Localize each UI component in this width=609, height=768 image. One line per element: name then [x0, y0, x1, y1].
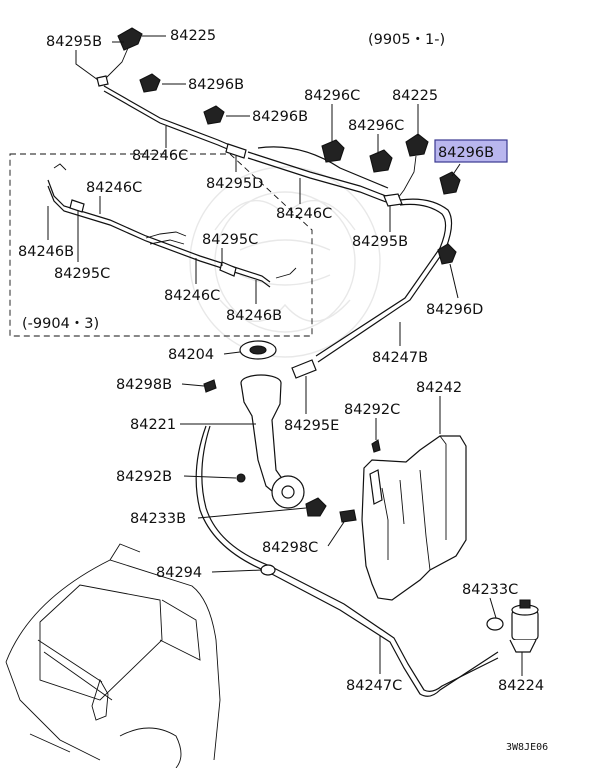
washer-pump — [486, 599, 539, 653]
label-84298B[interactable]: 84298B — [116, 377, 172, 393]
highlight-box-84296B — [434, 139, 508, 163]
part-labels[interactable]: (9905・1-) 84295B 84225 84296B 84296B 842… — [18, 28, 548, 753]
label-84296B-1[interactable]: 84296B — [188, 77, 244, 93]
vehicle-outline — [5, 543, 221, 768]
label-84295E[interactable]: 84295E — [284, 418, 339, 434]
label-84247B[interactable]: 84247B — [372, 350, 428, 366]
label-84242[interactable]: 84242 — [416, 380, 462, 396]
filler-neck-assembly — [203, 340, 381, 523]
label-84246C-inset-1[interactable]: 84246C — [86, 180, 142, 196]
version-note: (9905・1-) — [368, 32, 445, 48]
washer-tank — [361, 435, 467, 601]
label-84295C-inset-2[interactable]: 84295C — [202, 232, 258, 248]
label-84246C-1[interactable]: 84246C — [132, 148, 188, 164]
label-84296C-1[interactable]: 84296C — [304, 88, 360, 104]
label-84296C-2[interactable]: 84296C — [348, 118, 404, 134]
label-84247C[interactable]: 84247C — [346, 678, 402, 694]
label-84221[interactable]: 84221 — [130, 417, 176, 433]
label-84296B-2[interactable]: 84296B — [252, 109, 308, 125]
inset-version-note: (-9904・3) — [22, 316, 99, 332]
label-84298C[interactable]: 84298C — [262, 540, 318, 556]
watermark-emblem — [189, 166, 381, 358]
label-84292C[interactable]: 84292C — [344, 402, 400, 418]
leader-lines — [47, 35, 523, 676]
label-84295B-top[interactable]: 84295B — [46, 34, 102, 50]
label-84225-top[interactable]: 84225 — [170, 28, 216, 44]
inset-older-version — [9, 153, 313, 337]
label-84296B-highlighted[interactable]: 84296B — [438, 145, 494, 161]
label-84246C-2[interactable]: 84246C — [276, 206, 332, 222]
label-84295C-inset-1[interactable]: 84295C — [54, 266, 110, 282]
label-84225-right[interactable]: 84225 — [392, 88, 438, 104]
label-84246B-inset-1[interactable]: 84246B — [18, 244, 74, 260]
label-84233C[interactable]: 84233C — [462, 582, 518, 598]
label-84204[interactable]: 84204 — [168, 347, 214, 363]
label-84295D[interactable]: 84295D — [206, 176, 263, 192]
label-84224[interactable]: 84224 — [498, 678, 544, 694]
label-84296D[interactable]: 84296D — [426, 302, 483, 318]
lower-hose — [195, 425, 499, 697]
label-84246C-inset-2[interactable]: 84246C — [164, 288, 220, 304]
label-84233B[interactable]: 84233B — [130, 511, 186, 527]
label-84292B[interactable]: 84292B — [116, 469, 172, 485]
label-84295B-2[interactable]: 84295B — [352, 234, 408, 250]
drawing-code: 3W8JE06 — [506, 742, 548, 753]
label-84294[interactable]: 84294 — [156, 565, 202, 581]
upper-hose-assembly — [96, 27, 461, 363]
label-84246B-inset-2[interactable]: 84246B — [226, 308, 282, 324]
